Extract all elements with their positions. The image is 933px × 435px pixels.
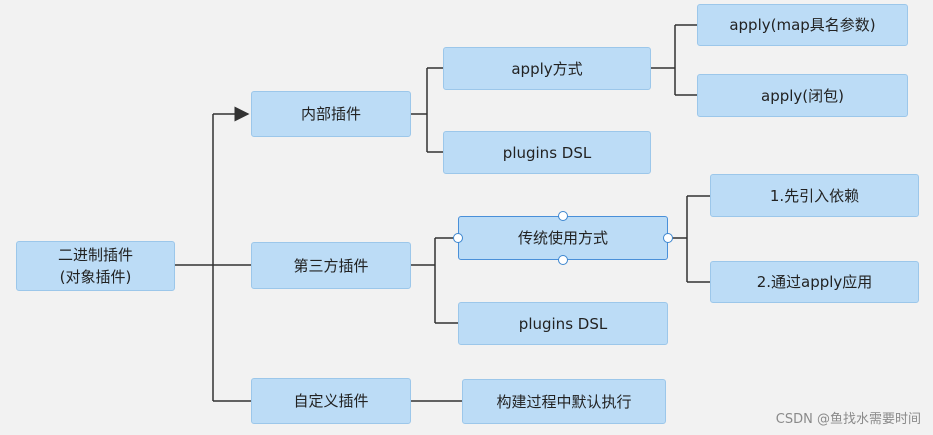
node-third-party-plugin[interactable]: 第三方插件 xyxy=(251,242,411,289)
node-binary-plugin[interactable]: 二进制插件 (对象插件) xyxy=(16,241,175,291)
selection-handle-left[interactable] xyxy=(453,233,463,243)
node-step-apply-via-apply[interactable]: 2.通过apply应用 xyxy=(710,261,919,303)
node-traditional-usage[interactable]: 传统使用方式 xyxy=(458,216,668,260)
watermark: CSDN @鱼找水需要时间 xyxy=(775,412,921,427)
node-internal-plugin[interactable]: 内部插件 xyxy=(251,91,411,137)
selection-handle-bottom[interactable] xyxy=(558,255,568,265)
node-step-import-dependency[interactable]: 1.先引入依赖 xyxy=(710,174,919,217)
selection-handle-right[interactable] xyxy=(663,233,673,243)
selection-handle-top[interactable] xyxy=(558,211,568,221)
node-custom-plugin[interactable]: 自定义插件 xyxy=(251,378,411,424)
node-apply-method[interactable]: apply方式 xyxy=(443,47,651,90)
node-apply-closure[interactable]: apply(闭包) xyxy=(697,74,908,117)
node-build-default-execution[interactable]: 构建过程中默认执行 xyxy=(462,379,666,424)
node-plugins-dsl-internal[interactable]: plugins DSL xyxy=(443,131,651,174)
node-plugins-dsl-third-party[interactable]: plugins DSL xyxy=(458,302,668,345)
node-apply-map-params[interactable]: apply(map具名参数) xyxy=(697,4,908,46)
